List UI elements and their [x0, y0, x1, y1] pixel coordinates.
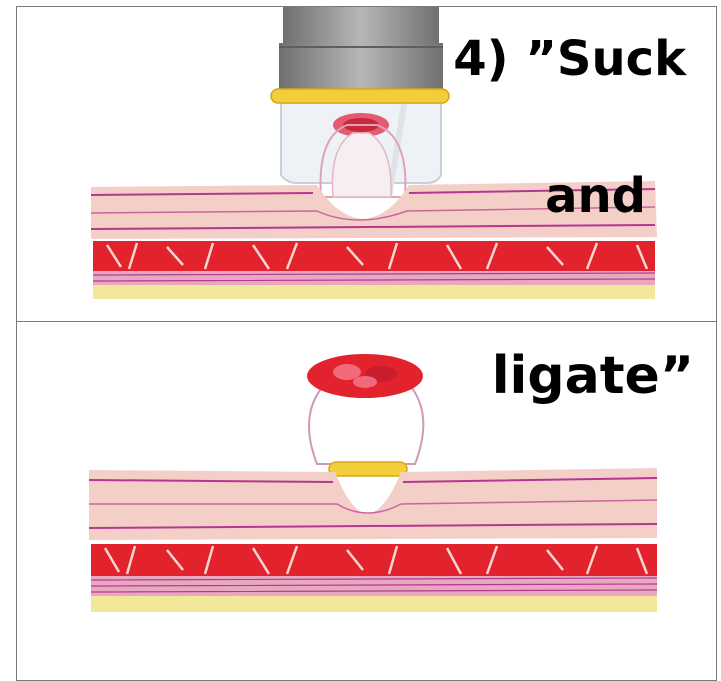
panel-suck: 4) ”Suck and [16, 6, 717, 322]
panel-ligate: ligate” [16, 321, 717, 681]
caption-line-1: 4) ”Suck [453, 35, 686, 83]
tissue-layers [89, 468, 657, 612]
ligated-tissue-icon [307, 354, 423, 464]
rubber-band-icon [271, 89, 449, 103]
caption-line-3: ligate” [492, 350, 694, 402]
rubber-band-icon [329, 462, 407, 476]
caption-line-2: and [545, 172, 646, 220]
